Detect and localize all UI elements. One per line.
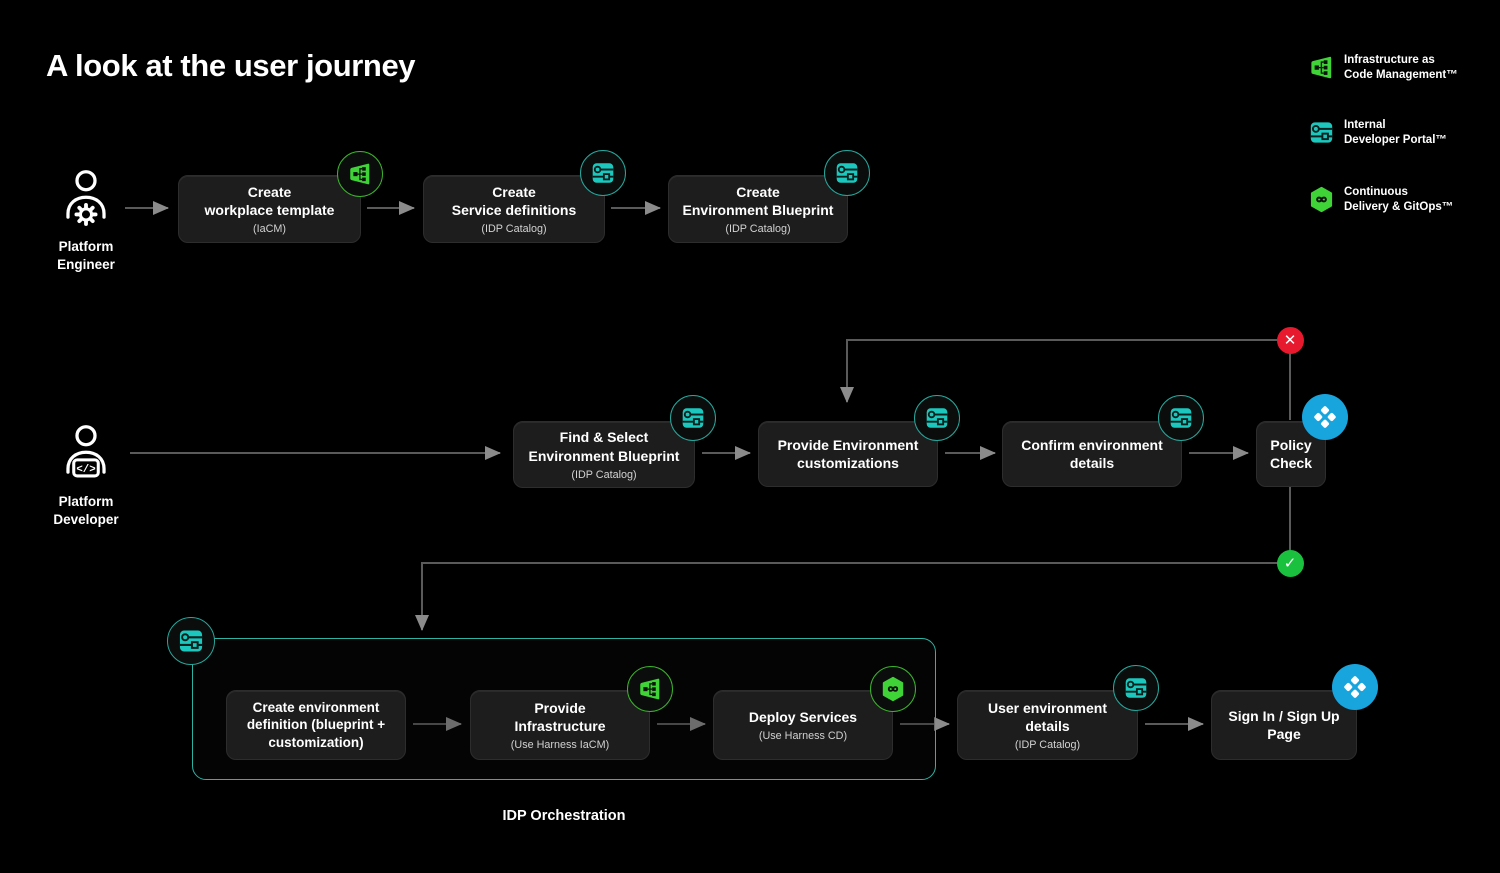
node-title: Sign In / Sign Up Page	[1228, 707, 1340, 742]
policy-badge-icon	[1302, 394, 1348, 440]
node-subtitle: (IDP Catalog)	[725, 223, 791, 236]
platform-engineer-icon	[66, 169, 106, 227]
cd-badge-icon	[870, 666, 916, 712]
node-find-select-environment-blueprint: Find & Select Environment Blueprint (IDP…	[513, 421, 695, 488]
platform-developer-icon	[66, 425, 106, 478]
node-create-service-definitions: Create Service definitions (IDP Catalog)	[423, 175, 605, 243]
legend-label: Internal Developer Portal™	[1344, 119, 1447, 146]
node-title: Create Service definitions	[451, 183, 577, 218]
node-title: User environment details	[987, 699, 1108, 734]
idp-badge-icon	[1158, 395, 1204, 441]
node-title: Provide Infrastructure	[514, 699, 606, 734]
node-subtitle: (IaCM)	[253, 223, 286, 236]
idp-badge-icon	[914, 395, 960, 441]
node-title: Find & Select Environment Blueprint	[528, 429, 680, 464]
idp-badge-icon	[824, 150, 870, 196]
node-sign-in-sign-up-page: Sign In / Sign Up Page	[1211, 690, 1357, 760]
node-subtitle: (Use Harness IaCM)	[510, 739, 610, 752]
platform-developer-label: Platform Developer	[53, 494, 119, 527]
node-title: Provide Environment customizations	[777, 436, 919, 471]
node-create-workplace-template: Create workplace template (IaCM)	[178, 175, 361, 243]
node-provide-infrastructure: Provide Infrastructure (Use Harness IaCM…	[470, 690, 650, 760]
platform-engineer-label: Platform Engineer	[57, 239, 115, 272]
legend-item-cd: Continuous Delivery & GitOps™	[1308, 185, 1453, 214]
policy-badge-icon	[1332, 664, 1378, 710]
node-create-environment-definition: Create environment definition (blueprint…	[226, 690, 406, 760]
node-confirm-environment-details: Confirm environment details	[1002, 421, 1182, 487]
legend-item-idp: Internal Developer Portal™	[1308, 118, 1447, 147]
idp-badge-icon	[580, 150, 626, 196]
node-subtitle: (IDP Catalog)	[571, 468, 637, 481]
iacm-badge-icon	[337, 151, 383, 197]
node-title: Create Environment Blueprint	[682, 183, 834, 218]
iacm-badge-icon	[627, 666, 673, 712]
policy-pass-icon: ✓	[1276, 549, 1304, 577]
idp-orchestration-label: IDP Orchestration	[502, 808, 626, 824]
legend-label: Continuous Delivery & GitOps™	[1344, 186, 1454, 213]
node-title: Policy Check	[1269, 436, 1313, 471]
node-deploy-services: Deploy Services (Use Harness CD)	[713, 690, 893, 760]
page-title: A look at the user journey	[46, 48, 416, 83]
node-user-environment-details: User environment details (IDP Catalog)	[957, 690, 1138, 760]
node-policy-check: Policy Check	[1256, 421, 1326, 487]
idp-badge-icon	[670, 395, 716, 441]
node-provide-environment-customizations: Provide Environment customizations	[758, 421, 938, 487]
node-subtitle: (IDP Catalog)	[481, 223, 547, 236]
node-create-environment-blueprint: Create Environment Blueprint (IDP Catalo…	[668, 175, 848, 243]
node-title: Create environment definition (blueprint…	[246, 699, 386, 750]
node-title: Confirm environment details	[1021, 436, 1163, 471]
node-subtitle: (IDP Catalog)	[1014, 739, 1081, 752]
node-subtitle: (Use Harness CD)	[758, 730, 848, 743]
policy-fail-icon: ✕	[1276, 326, 1304, 354]
idp-badge-icon	[167, 617, 215, 665]
legend-item-iacm: Infrastructure as Code Management™	[1308, 53, 1458, 82]
idp-badge-icon	[1113, 665, 1159, 711]
node-title: Create workplace template	[204, 183, 335, 218]
node-title: Deploy Services	[748, 708, 858, 725]
legend-label: Infrastructure as Code Management™	[1344, 54, 1458, 81]
